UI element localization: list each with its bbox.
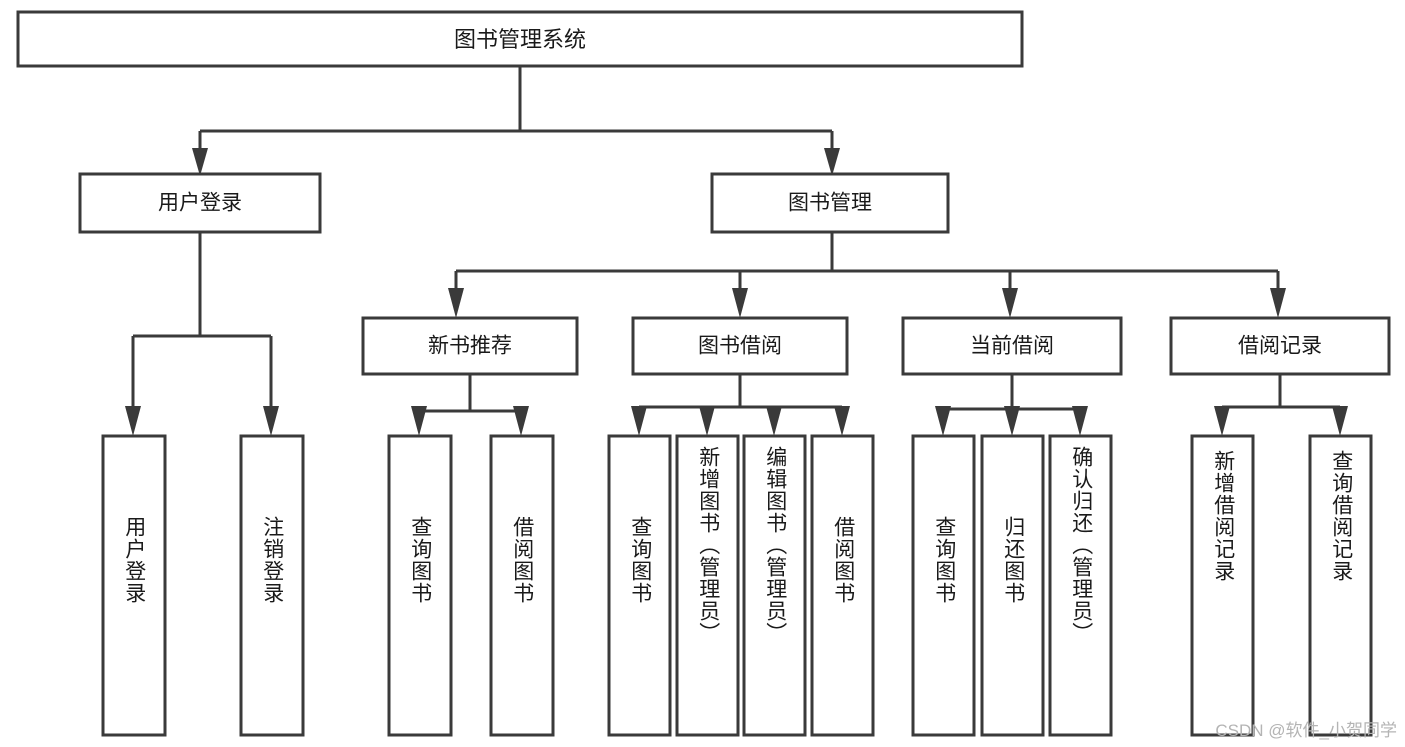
node-leaf-user-login-label: 用户登录: [122, 516, 146, 604]
node-current-borrow[interactable]: [901, 316, 1123, 376]
nodes-group: 图书管理系统 用户登录 图书管理 新书推荐 图书借阅 当前借阅 借阅记录: [16, 10, 1391, 737]
node-book-manage-label: 图书管理: [788, 192, 872, 215]
arrow-to-leaf-return-book: [1004, 406, 1020, 436]
node-leaf-query-book-1-label: 查询图书: [408, 516, 432, 604]
node-leaf-query-book-1[interactable]: [387, 434, 453, 737]
node-borrow-record-label: 借阅记录: [1238, 335, 1322, 358]
connector-borrowrecord-to-leaves: [1220, 374, 1342, 418]
arrow-to-book-borrow: [732, 288, 748, 318]
arrow-to-leaf-confirm-return: [1072, 406, 1088, 436]
arrow-to-book-manage: [824, 148, 840, 176]
node-leaf-edit-book-label: 编辑图书（管理员）: [763, 446, 787, 644]
node-user-login[interactable]: [78, 172, 322, 234]
node-leaf-query-book-2-label: 查询图书: [628, 516, 652, 604]
arrow-to-leaf-user-login: [125, 406, 141, 436]
node-book-manage[interactable]: [710, 172, 950, 234]
node-new-book-rec[interactable]: [361, 316, 579, 376]
connector-root-to-level2: [198, 66, 834, 160]
node-leaf-borrow-book-1[interactable]: [489, 434, 555, 737]
node-leaf-confirm-return[interactable]: [1048, 434, 1113, 737]
arrow-to-leaf-user-logout: [263, 406, 279, 436]
node-leaf-add-book-label: 新增图书（管理员）: [696, 446, 720, 644]
node-leaf-borrow-book-2[interactable]: [810, 434, 875, 737]
node-leaf-borrow-book-2-label: 借阅图书: [831, 516, 855, 604]
node-leaf-return-book-label: 归还图书: [1001, 516, 1025, 604]
node-leaf-user-logout-label: 注销登录: [260, 516, 284, 604]
node-root-label: 图书管理系统: [454, 27, 586, 52]
arrow-to-leaf-add-book: [699, 406, 715, 436]
node-leaf-query-book-3-label: 查询图书: [932, 516, 956, 604]
node-leaf-user-logout[interactable]: [239, 434, 305, 737]
arrow-to-leaf-query-book-2: [631, 406, 647, 436]
node-leaf-query-book-2[interactable]: [607, 434, 672, 737]
arrow-to-borrow-record: [1270, 288, 1286, 318]
connector-bookborrow-to-leaves: [637, 374, 844, 418]
arrow-to-leaf-query-book-1: [411, 406, 427, 436]
arrow-to-leaf-query-book-3: [935, 406, 951, 436]
node-leaf-return-book[interactable]: [980, 434, 1045, 737]
arrow-to-current-borrow: [1002, 288, 1018, 318]
arrow-to-leaf-borrow-book-2: [834, 406, 850, 436]
node-leaf-confirm-return-label: 确认归还（管理员）: [1069, 446, 1093, 644]
csdn-watermark: CSDN @软件_小贺同学: [1215, 721, 1397, 740]
node-current-borrow-label: 当前借阅: [970, 335, 1054, 358]
node-leaf-add-book[interactable]: [675, 434, 740, 737]
node-new-book-rec-label: 新书推荐: [428, 335, 512, 358]
node-leaf-edit-book[interactable]: [742, 434, 807, 737]
connector-userlogin-to-leaves: [131, 232, 273, 418]
node-leaf-add-record[interactable]: [1190, 434, 1255, 737]
node-borrow-record[interactable]: [1169, 316, 1391, 376]
node-leaf-query-record[interactable]: [1308, 434, 1373, 737]
arrow-to-leaf-edit-book: [766, 406, 782, 436]
node-user-login-label: 用户登录: [158, 192, 242, 215]
arrow-to-leaf-borrow-book-1: [513, 406, 529, 436]
node-leaf-query-record-label: 查询借阅记录: [1329, 450, 1353, 582]
arrow-to-leaf-query-record: [1332, 406, 1348, 436]
node-book-borrow[interactable]: [631, 316, 849, 376]
arrow-to-new-book-rec: [448, 288, 464, 318]
connectors-group: [125, 66, 1348, 436]
arrow-to-leaf-add-record: [1214, 406, 1230, 436]
node-leaf-user-login[interactable]: [101, 434, 167, 737]
arrow-to-user-login: [192, 148, 208, 176]
node-root[interactable]: [16, 10, 1024, 68]
node-leaf-add-record-label: 新增借阅记录: [1211, 450, 1235, 582]
connector-newbookrec-to-leaves: [417, 374, 523, 418]
connector-bookmanage-to-level3: [454, 232, 1280, 296]
node-book-borrow-label: 图书借阅: [698, 335, 782, 358]
node-leaf-borrow-book-1-label: 借阅图书: [510, 516, 534, 604]
node-leaf-query-book-3[interactable]: [911, 434, 976, 737]
